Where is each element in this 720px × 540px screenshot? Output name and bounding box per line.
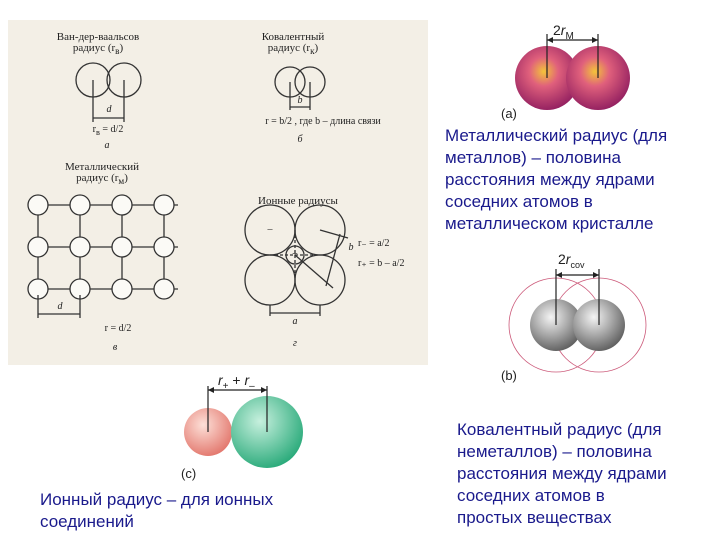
ion-packing [244,204,349,316]
cov-formula: r = b/2 , где b – длина связи [265,116,381,127]
metal-lattice [27,194,178,318]
textbook-figure [27,62,349,318]
ion-letter: г [293,338,297,349]
met-letter: в [112,342,118,353]
ion-caption: Ионный радиус – для ионных соединений [40,490,274,531]
vdw-title: Ван-дер-ваальсов радиус (rв) [56,31,140,57]
ion-cation-sign: + [292,249,298,260]
metal-caption: Металлический радиус (для металлов) – по… [445,126,668,233]
textbook-figure-panel: Ван-дер-ваальсов радиус (rв) d rв = d/2 … [8,20,428,365]
covalent-diagram [508,269,647,373]
met-title: Металлический радиус (rм) [65,161,139,187]
metallic-diagram [515,34,630,110]
ion-formula-anion: r₋ = a/2 [358,238,390,249]
ionic-diagram [184,386,303,468]
ion-b-label: b [348,242,354,253]
cov-letter: б [297,134,303,145]
vdw-formula: rв = d/2 [92,124,124,137]
cov-panel-label: (b) [501,368,517,383]
ion-a-label: a [292,316,298,327]
vdw-d-label: d [106,104,112,115]
ion-panel-label: (c) [181,466,197,481]
met-d-label: d [57,301,63,312]
cov-caption: Ковалентный радиус (для неметаллов) – по… [457,420,667,527]
cov-dimension-label: 2rcov [558,251,585,270]
cov-title: Ковалентный радиус (rк) [261,31,325,57]
ion-title: Ионные радиусы [258,195,338,207]
metal-panel-label: (a) [501,106,517,121]
ion-formula-cation: r₊ = b – a/2 [358,258,405,269]
ion-anion-sign: – [267,224,273,235]
vdw-letter: а [104,140,110,151]
metal-dimension-label: 2rM [553,22,574,42]
ion-dimension-label: r+ + r– [218,372,255,392]
met-formula: r = d/2 [104,323,132,334]
cov-b-label: b [297,95,303,106]
